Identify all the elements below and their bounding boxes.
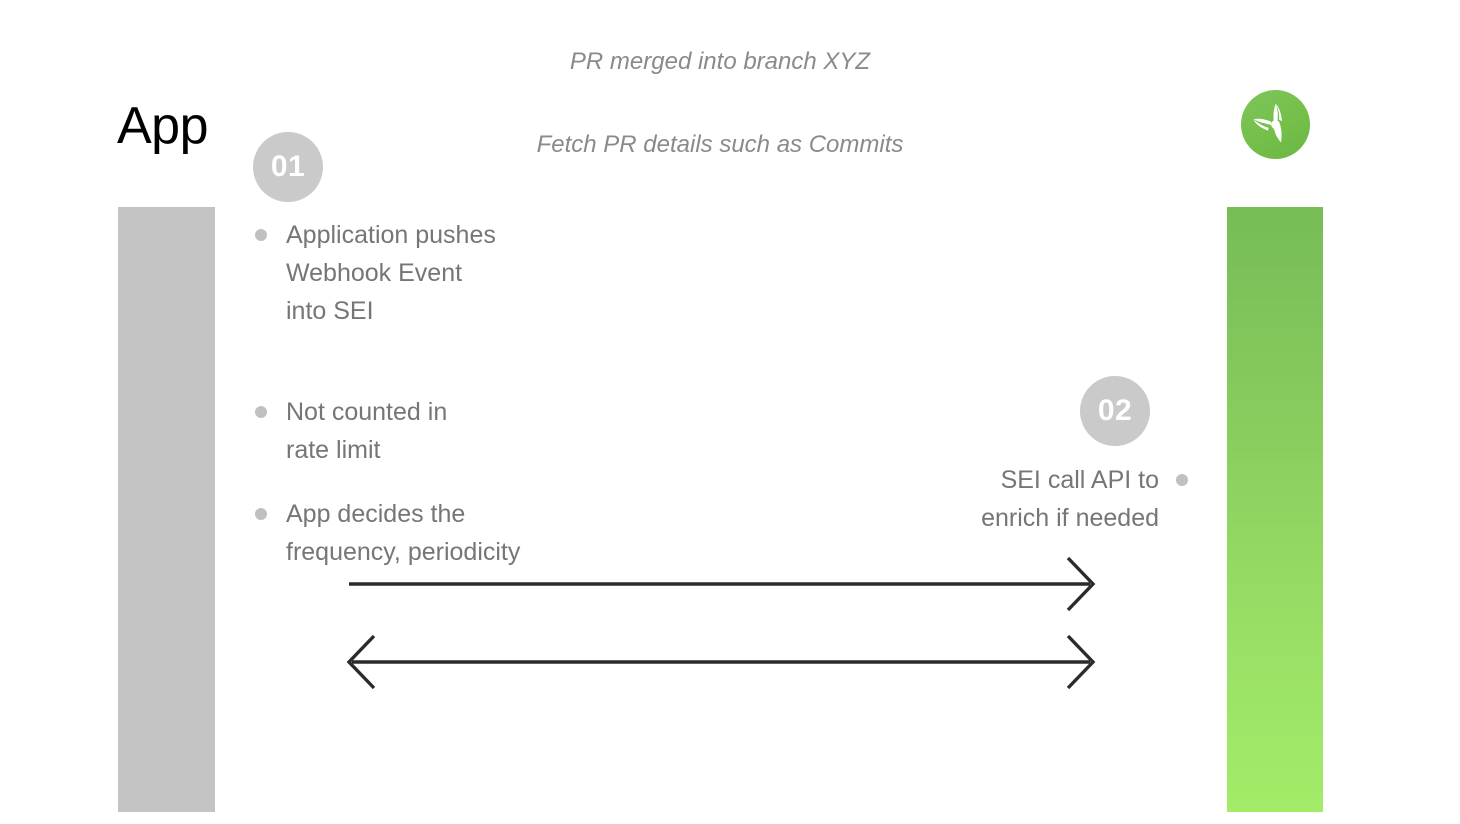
list-item: Not counted in rate limit [255,393,685,469]
list-item-label: Application pushes Webhook Event into SE… [286,221,496,325]
sequence-arrows [330,550,1120,720]
list-item: App decides the frequency, periodicity [255,495,685,571]
pr-merged-arrow-shape [349,556,1096,612]
step-02-bullet-list: SEI call API to enrich if needed [820,461,1188,537]
bullet-dot-icon [1176,474,1188,486]
arrow-caption-fetch-pr-details: Fetch PR details such as Commits [536,131,904,158]
arrow-caption-pr-merged: PR merged into branch XYZ [569,48,871,75]
step-badge-01: 01 [253,132,323,202]
sei-lane-bar [1227,207,1323,812]
bullet-dot-icon [255,508,267,520]
page-title: App [117,97,209,155]
bullet-dot-icon [255,229,267,241]
step-01-bullet-list: Application pushes Webhook Event into SE… [255,216,685,571]
list-item: SEI call API to enrich if needed [981,461,1188,537]
list-item: Application pushes Webhook Event into SE… [255,216,685,330]
fetch-pr-details-arrow-shape [346,634,1096,690]
list-item-label: SEI call API to enrich if needed [981,466,1159,532]
step-badge-02: 02 [1080,376,1150,446]
list-item-label: App decides the frequency, periodicity [286,500,521,566]
bullet-dot-icon [255,406,267,418]
app-lane-bar [118,207,215,812]
harness-propeller-logo-icon [1241,90,1310,159]
list-item-label: Not counted in rate limit [286,398,448,464]
